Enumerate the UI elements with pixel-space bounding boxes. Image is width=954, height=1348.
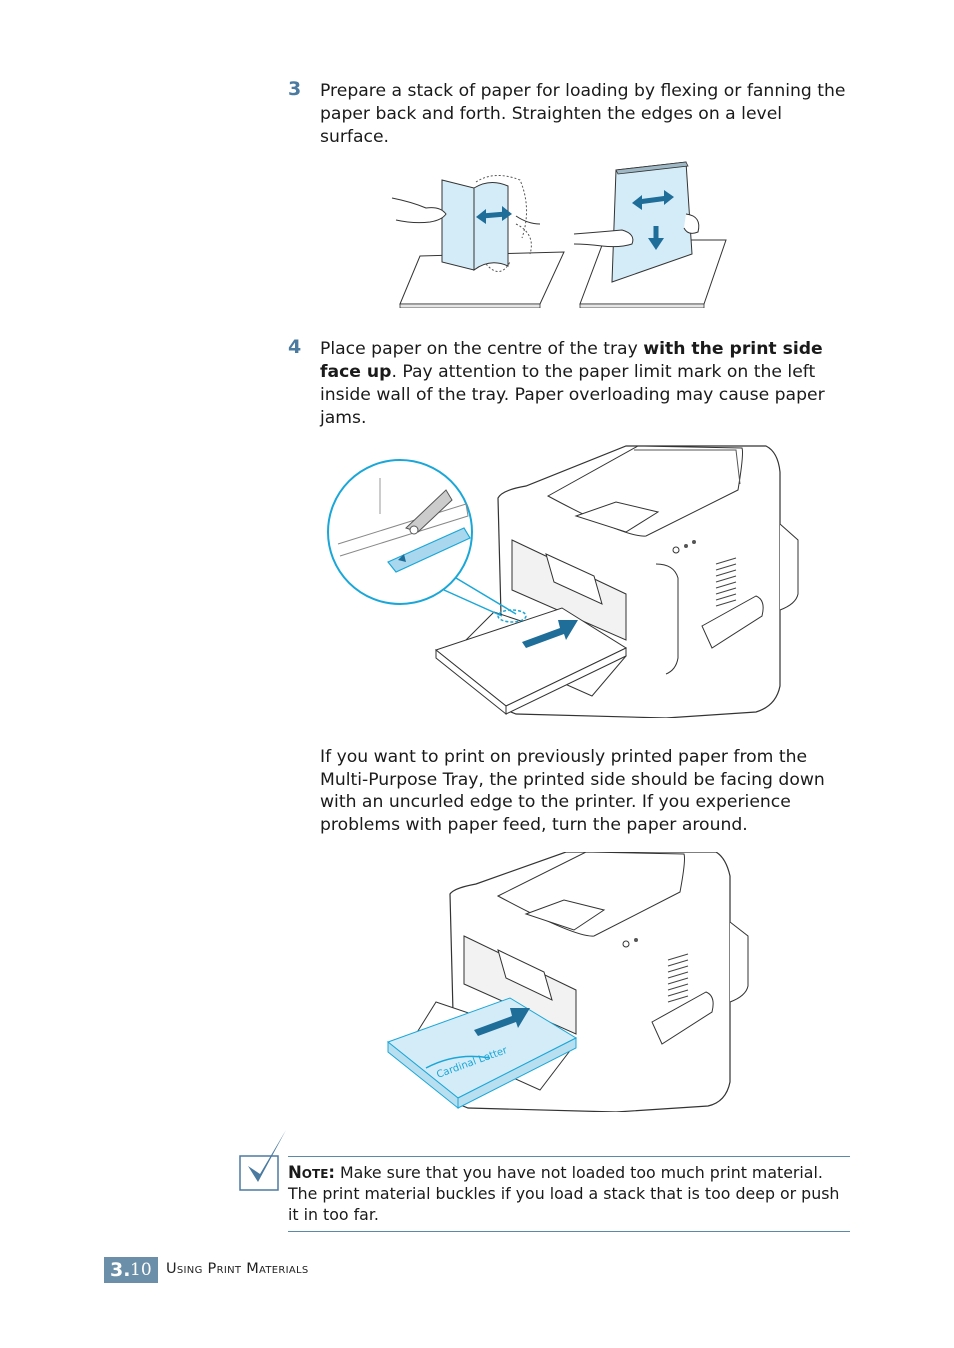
step-text-part: . Pay attention to the paper limit mark … xyxy=(320,362,825,428)
printer-loading-illustration xyxy=(327,445,799,718)
step-text-emphasis: with the print side face up xyxy=(320,339,823,382)
page-number: 10 xyxy=(130,1260,152,1280)
step-text-part: Place paper on the centre of the tray xyxy=(320,339,644,359)
step-4: 4 Place paper on the centre of the tray … xyxy=(288,336,848,430)
note-text: Note: Make sure that you have not loaded… xyxy=(288,1162,850,1225)
note-label: Note: xyxy=(288,1163,335,1182)
step-number: 3 xyxy=(288,78,302,100)
checkmark-icon xyxy=(239,1130,286,1191)
step-text: Place paper on the centre of the tray wi… xyxy=(320,338,848,430)
instruction-paragraph: If you want to print on previously print… xyxy=(320,747,825,835)
chapter-title: Using Print Materials xyxy=(166,1261,309,1277)
note-box: Note: Make sure that you have not loaded… xyxy=(238,1128,850,1234)
note-top-rule xyxy=(288,1156,850,1157)
chapter-number: 3. xyxy=(110,1259,131,1281)
note-bottom-rule xyxy=(288,1231,850,1232)
note-body: Make sure that you have not loaded too m… xyxy=(288,1163,840,1224)
fanning-paper-illustration xyxy=(391,161,727,308)
step-text: Prepare a stack of paper for loading by … xyxy=(320,81,846,147)
printer-preprinted-paper-illustration: Cardinal Letter xyxy=(386,852,749,1112)
step-3: 3 Prepare a stack of paper for loading b… xyxy=(288,78,848,149)
step-number: 4 xyxy=(288,336,302,358)
page-number-badge: 3. 10 xyxy=(104,1257,158,1283)
